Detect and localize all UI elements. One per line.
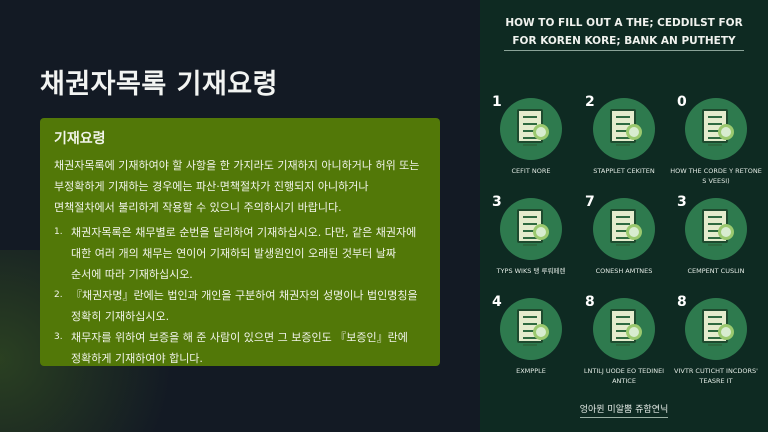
infographic-step: 3 TYPS WIKS 탱 루뤄페렌 xyxy=(484,194,578,276)
step-number: 4 xyxy=(492,294,502,310)
footer-text: 엉아뮌 미알뿜 쥬함연닉 xyxy=(579,405,669,418)
infographic-step: 4 EXMPPLE xyxy=(484,294,578,376)
magnifier-shape xyxy=(626,324,642,340)
guidelines-list: 1. 채권자목록은 채무별로 순번을 달리하여 기재하십시오. 다만, 같은 채권… xyxy=(54,222,426,369)
infographic-step: 3 CEMPENT CUSLIN xyxy=(669,194,763,276)
step-number: 8 xyxy=(585,294,595,310)
clipboard-heart-icon xyxy=(500,298,562,360)
infographic-title: HOW TO FILL OUT A THE; CEDDILST FOR FOR … xyxy=(505,17,743,47)
step-number: 3 xyxy=(677,194,687,210)
magnifier-shape xyxy=(626,224,642,240)
magnifier-shape xyxy=(718,224,734,240)
magnifier-shape xyxy=(533,224,549,240)
calculator-chart-icon xyxy=(685,198,747,260)
item-text: 『채권자명』란에는 법인과 개인을 구분하여 채권자의 성명이나 법인명칭을 정… xyxy=(71,289,418,323)
step-label: CONESH AMTNES xyxy=(595,267,653,275)
step-number: 3 xyxy=(492,194,502,210)
step-label: EXMPPLE xyxy=(516,367,546,375)
infographic-step: 7 CONESH AMTNES xyxy=(577,194,671,276)
step-label: HOW THE CORDE Y RETONE S VEESI) xyxy=(670,167,762,185)
calculator-check-icon xyxy=(685,298,747,360)
infographic-panel: HOW TO FILL OUT A THE; CEDDILST FOR FOR … xyxy=(480,0,768,432)
step-label: STAPPLET CEKITEN xyxy=(593,167,655,175)
item-text: 채무자를 위하여 보증을 해 준 사람이 있으면 그 보증인도 『보증인』란에 … xyxy=(71,331,408,365)
item-number: 3. xyxy=(54,332,63,342)
list-item: 3. 채무자를 위하여 보증을 해 준 사람이 있으면 그 보증인도 『보증인』란… xyxy=(54,327,426,369)
magnifier-shape xyxy=(533,324,549,340)
step-number: 1 xyxy=(492,94,502,110)
divider xyxy=(504,50,744,51)
infographic-step: 8 LNTILJ UODE EO TEDINEI ANTICE xyxy=(577,294,671,386)
document-shape xyxy=(517,309,543,346)
step-number: 7 xyxy=(585,194,595,210)
clipboard-magnifier-icon xyxy=(500,98,562,160)
document-gear-icon xyxy=(593,98,655,160)
document-stack-icon xyxy=(593,298,655,360)
list-item: 2. 『채권자명』란에는 법인과 개인을 구분하여 채권자의 성명이나 법인명칭을… xyxy=(54,285,426,327)
magnifier-shape xyxy=(533,124,549,140)
item-number: 1. xyxy=(54,227,63,237)
document-hand-icon xyxy=(593,198,655,260)
step-number: 0 xyxy=(677,94,687,110)
magnifier-shape xyxy=(718,324,734,340)
page-title: 채권자목록 기재요령 xyxy=(40,69,278,100)
list-item: 1. 채권자목록은 채무별로 순번을 달리하여 기재하십시오. 다만, 같은 채권… xyxy=(54,222,426,285)
infographic-step: 8 VIVTR CUTICHT INCDORS' TEASRE IT xyxy=(669,294,763,386)
step-number: 8 xyxy=(677,294,687,310)
step-label: VIVTR CUTICHT INCDORS' TEASRE IT xyxy=(674,367,758,385)
guidelines-heading: 기재요령 xyxy=(54,131,106,147)
infographic-step: 1 CEFIT NORE xyxy=(484,94,578,176)
clipboard-check-icon xyxy=(685,98,747,160)
step-label: CEFIT NORE xyxy=(511,167,551,175)
infographic-step: 0 HOW THE CORDE Y RETONE S VEESI) xyxy=(669,94,763,186)
infographic-step: 2 STAPPLET CEKITEN xyxy=(577,94,671,176)
item-text: 채권자목록은 채무별로 순번을 달리하여 기재하십시오. 다만, 같은 채권자에… xyxy=(71,226,417,281)
item-number: 2. xyxy=(54,290,63,300)
step-label: TYPS WIKS 탱 루뤄페렌 xyxy=(496,267,566,275)
clipboard-gear-icon xyxy=(500,198,562,260)
magnifier-shape xyxy=(626,124,642,140)
step-number: 2 xyxy=(585,94,595,110)
guidelines-box: 기재요령 채권자목록에 기재하여야 할 사항을 한 가지라도 기재하지 아니하거… xyxy=(40,118,440,366)
step-label: LNTILJ UODE EO TEDINEI ANTICE xyxy=(583,367,665,385)
step-label: CEMPENT CUSLIN xyxy=(687,267,745,275)
magnifier-shape xyxy=(718,124,734,140)
guidelines-intro: 채권자목록에 기재하여야 할 사항을 한 가지라도 기재하지 아니하거나 허위 … xyxy=(54,159,420,214)
infographic-footer: 엉아뮌 미알뿜 쥬함연닉 xyxy=(480,402,768,418)
